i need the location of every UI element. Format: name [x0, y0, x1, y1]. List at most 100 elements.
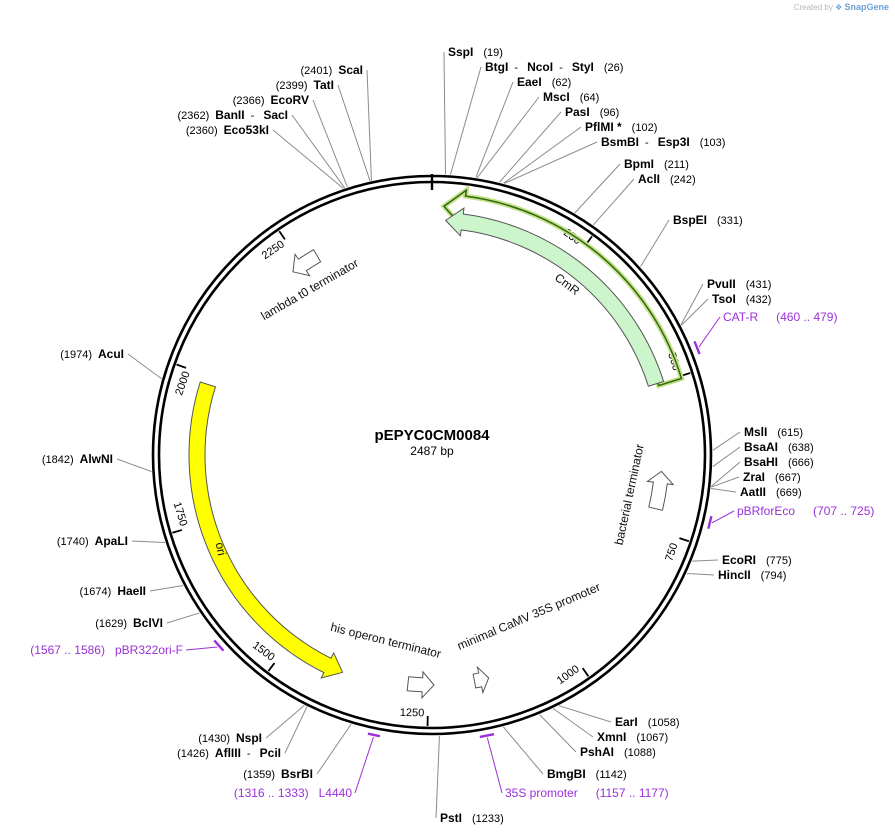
site-separator: -	[645, 137, 652, 149]
site-enzyme-name: BsaAI	[744, 440, 778, 454]
site-afliii[interactable]: (1426)AflIII- PciI	[177, 706, 308, 760]
tick-label: 1500	[250, 639, 277, 663]
site-separator: -	[247, 748, 254, 760]
site-aatii[interactable]: AatII(669)	[710, 485, 802, 499]
feature-bacterial-terminator[interactable]	[646, 470, 675, 511]
site-position: (1430)	[198, 733, 230, 745]
site-enzyme-name: EaeI	[517, 75, 542, 89]
site-enzyme-name: AflIII	[215, 746, 241, 760]
primer-35s-promoter[interactable]: 35S promoter(1157 .. 1177)	[479, 733, 669, 800]
primer-leader	[698, 316, 721, 348]
primer-range: (1567 .. 1586)	[30, 643, 105, 657]
site-msci[interactable]: MscI(64)	[476, 90, 599, 178]
site-bspei[interactable]: BspEI (331)	[640, 213, 743, 267]
site-position: (2360)	[186, 125, 218, 137]
primer-pbrforeco[interactable]: pBRforEco(707 .. 725)	[707, 504, 874, 530]
site-pvuii[interactable]: PvuII(431)	[680, 277, 771, 326]
site-position: (794)	[761, 570, 787, 582]
site-leader	[712, 446, 741, 467]
site-ecorv[interactable]: (2366)EcoRV	[233, 93, 348, 188]
site-label: EarI(1058)	[615, 715, 679, 729]
site-enzyme-name: TatI	[314, 78, 334, 92]
feature-lambda-t0-terminator[interactable]	[292, 248, 322, 277]
lambda-t0-terminator-arrow[interactable]	[292, 248, 322, 277]
site-alwni[interactable]: (1842)AlwNI	[42, 452, 152, 472]
CmR-arrow[interactable]	[444, 207, 665, 387]
site-tati[interactable]: (2399)TatI	[276, 78, 371, 182]
site-label: XmnI(1067)	[597, 730, 668, 744]
site-leader	[539, 714, 577, 753]
site-leader	[574, 163, 621, 214]
site-eco53ki[interactable]: (2360)Eco53kI	[186, 123, 344, 189]
site-label: (1359)BsrBI	[243, 767, 313, 781]
primer-bar[interactable]	[693, 340, 701, 355]
site-bpmi[interactable]: BpmI(211)	[574, 157, 689, 214]
site-xmni[interactable]: XmnI(1067)	[552, 708, 668, 744]
site-bsahi[interactable]: BsaHI(666)	[710, 455, 814, 487]
site-sspi[interactable]: SspI(19)	[443, 45, 503, 175]
primer-bar[interactable]	[367, 732, 381, 738]
site-msli[interactable]: MslI(615)	[712, 425, 803, 451]
site-label: SspI(19)	[448, 45, 503, 59]
site-enzyme-name: SacI	[263, 108, 288, 122]
site-leader	[552, 708, 594, 738]
site-enzyme-name: BtgI	[485, 60, 508, 74]
feature-minimal-camv-35s-promoter[interactable]	[472, 665, 490, 695]
site-bsrbi[interactable]: (1359)BsrBI	[243, 723, 352, 781]
bacterial-terminator-arrow[interactable]	[646, 470, 675, 511]
primer-l4440[interactable]: (1316 .. 1333)L4440	[234, 732, 381, 800]
tick-mark	[679, 537, 690, 543]
site-acli[interactable]: AclI(242)	[592, 172, 696, 226]
site-leader	[116, 458, 152, 472]
site-eaei[interactable]: EaeI (62)	[475, 75, 572, 178]
site-enzyme-name: ZraI	[743, 470, 765, 484]
site-haeii[interactable]: (1674)HaeII	[80, 584, 184, 598]
site-position: (96)	[600, 107, 620, 119]
site-bsaai[interactable]: BsaAI(638)	[712, 440, 814, 467]
site-eari[interactable]: EarI(1058)	[558, 705, 680, 729]
site-label: PvuII(431)	[707, 277, 771, 291]
site-position: (331)	[717, 215, 743, 227]
restriction-sites: SspI(19)BtgI- NcoI- StyI(26)EaeI (62)MscI…	[42, 45, 814, 825]
site-pasi[interactable]: PasI (96)	[499, 105, 620, 183]
site-enzyme-name: BspEI	[673, 213, 707, 227]
site-btgi[interactable]: BtgI- NcoI- StyI(26)	[449, 60, 623, 175]
feature-his-operon-terminator[interactable]	[406, 670, 435, 700]
feature-ori[interactable]	[188, 381, 344, 679]
primer-label: (1567 .. 1586)pBR322ori-F	[30, 643, 183, 657]
site-enzyme-name: PvuII	[707, 277, 736, 291]
primer-pbr322ori-f[interactable]: (1567 .. 1586)pBR322ori-F	[30, 639, 225, 657]
primer-bar[interactable]	[707, 515, 713, 530]
site-label: (1842)AlwNI	[42, 452, 113, 466]
site-acui[interactable]: (1974)AcuI	[60, 347, 162, 380]
primer-bar[interactable]	[479, 733, 495, 739]
site-enzyme-name: PasI	[565, 105, 590, 119]
site-enzyme-name: BanII	[215, 108, 244, 122]
site-pshai[interactable]: PshAI(1088)	[539, 714, 656, 759]
site-bmgbi[interactable]: BmgBI(1142)	[502, 726, 627, 781]
site-pflmi[interactable]: PflMI *(102)	[503, 120, 658, 184]
ori-arrow[interactable]	[188, 381, 344, 679]
primer-cat-r[interactable]: CAT-R(460 .. 479)	[693, 310, 837, 355]
site-bclvi[interactable]: (1629)BclVI	[95, 612, 200, 630]
primer-bar[interactable]	[213, 639, 225, 652]
site-tsoi[interactable]: TsoI(432)	[680, 292, 771, 326]
site-scai[interactable]: (2401)ScaI	[301, 63, 372, 181]
feature-label-bacterial-terminator: bacterial terminator	[612, 443, 647, 546]
plasmid-length: 2487 bp	[410, 444, 454, 458]
site-banii[interactable]: (2362)BanII- SacI	[177, 108, 346, 189]
feature-CmR[interactable]	[440, 184, 685, 389]
site-label: (2401)ScaI	[301, 63, 363, 77]
site-ecori[interactable]: EcoRI(775)	[692, 553, 792, 567]
site-position: (615)	[777, 427, 803, 439]
site-hincii[interactable]: HincII(794)	[686, 568, 787, 582]
site-psti[interactable]: PstI(1233)	[435, 735, 504, 825]
site-nspi[interactable]: (1430)NspI	[198, 704, 305, 745]
site-zrai[interactable]: ZraI(667)	[710, 470, 801, 488]
site-bsmbi[interactable]: BsmBI- Esp3I(103)	[504, 135, 725, 184]
minimal-camv-35s-promoter-arrow[interactable]	[472, 665, 490, 695]
his-operon-terminator-arrow[interactable]	[406, 670, 435, 700]
site-position: (62)	[552, 77, 572, 89]
site-apali[interactable]: (1740)ApaLI	[57, 534, 165, 548]
